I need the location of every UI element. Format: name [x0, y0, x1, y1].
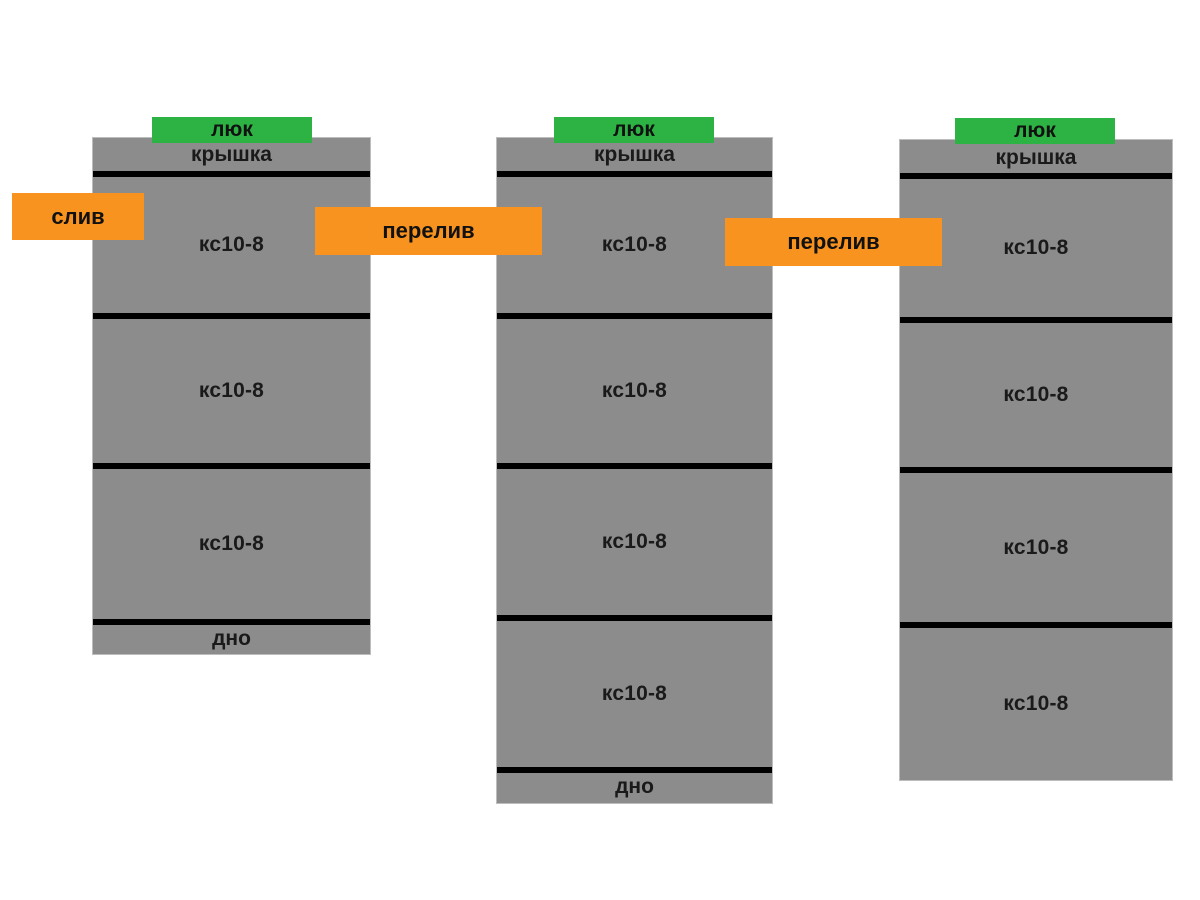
well-1-ring-1: кс10-8 [93, 177, 370, 313]
pipe-overflow-1-tag: перелив [315, 207, 542, 255]
well-3-ring-4: кс10-8 [900, 628, 1172, 780]
pipe-overflow-1-label: перелив [382, 218, 475, 243]
well-3-ring-1-label: кс10-8 [1003, 236, 1069, 259]
well-1-ring-3: кс10-8 [93, 469, 370, 619]
well-2-ring-3: кс10-8 [497, 469, 772, 615]
well-1-ring-1-label: кс10-8 [198, 233, 265, 256]
well-1-hatch-tag: люк [152, 117, 312, 143]
well-2-ring-1-label: кс10-8 [601, 233, 668, 256]
well-3-cover-label: крышка [995, 146, 1077, 169]
well-3-hatch-tag: люк [955, 118, 1115, 144]
well-2-cover-label: крышка [594, 143, 675, 166]
well-2-ring-4-label: кс10-8 [601, 682, 668, 705]
well-1-seam-top [93, 171, 370, 177]
well-2-hatch-tag: люк [554, 117, 714, 143]
well-3: крышка кс10-8 кс10-8 кс10-8 кс10-8 [900, 140, 1172, 780]
well-2-seam-bottom [497, 767, 772, 773]
well-3-seam-1 [900, 317, 1172, 323]
well-3-ring-2-label: кс10-8 [1003, 383, 1069, 406]
well-2-seam-3 [497, 615, 772, 621]
well-2-seam-1 [497, 313, 772, 319]
pipe-drain-label: слив [51, 203, 105, 229]
well-1-seam-1 [93, 313, 370, 319]
well-3-ring-4-label: кс10-8 [1003, 692, 1069, 715]
well-3-seam-2 [900, 467, 1172, 473]
well-1-ring-2: кс10-8 [93, 319, 370, 463]
well-2-bottom-label: дно [615, 775, 654, 798]
well-2-hatch-label: люк [613, 118, 655, 141]
well-2-ring-4: кс10-8 [497, 621, 772, 767]
pipe-overflow-2-tag: перелив [725, 218, 942, 266]
well-1-cover-label: крышка [191, 143, 272, 166]
well-3-ring-1: кс10-8 [900, 179, 1172, 317]
well-2-seam-top [497, 171, 772, 177]
well-1-seam-bottom [93, 619, 370, 625]
well-3-ring-3: кс10-8 [900, 473, 1172, 622]
well-3-hatch-label: люк [1014, 119, 1056, 142]
well-2-ring-2: кс10-8 [497, 319, 772, 463]
well-3-ring-3-label: кс10-8 [1003, 535, 1069, 559]
pipe-overflow-2-label: перелив [787, 229, 880, 254]
pipe-drain-tag: слив [12, 193, 144, 240]
well-2-ring-3-label: кс10-8 [601, 530, 668, 553]
well-3-seam-3 [900, 622, 1172, 628]
well-3-ring-2: кс10-8 [900, 323, 1172, 467]
well-3-seam-top [900, 173, 1172, 179]
well-1-ring-2-label: кс10-8 [198, 379, 265, 402]
well-2-seam-2 [497, 463, 772, 469]
well-1-hatch-label: люк [211, 118, 253, 141]
well-1-ring-3-label: кс10-8 [198, 532, 265, 555]
well-1-seam-2 [93, 463, 370, 469]
well-2-ring-1: кс10-8 [497, 177, 772, 313]
well-2-ring-2-label: кс10-8 [601, 379, 668, 402]
well-1-bottom-label: дно [212, 627, 251, 650]
